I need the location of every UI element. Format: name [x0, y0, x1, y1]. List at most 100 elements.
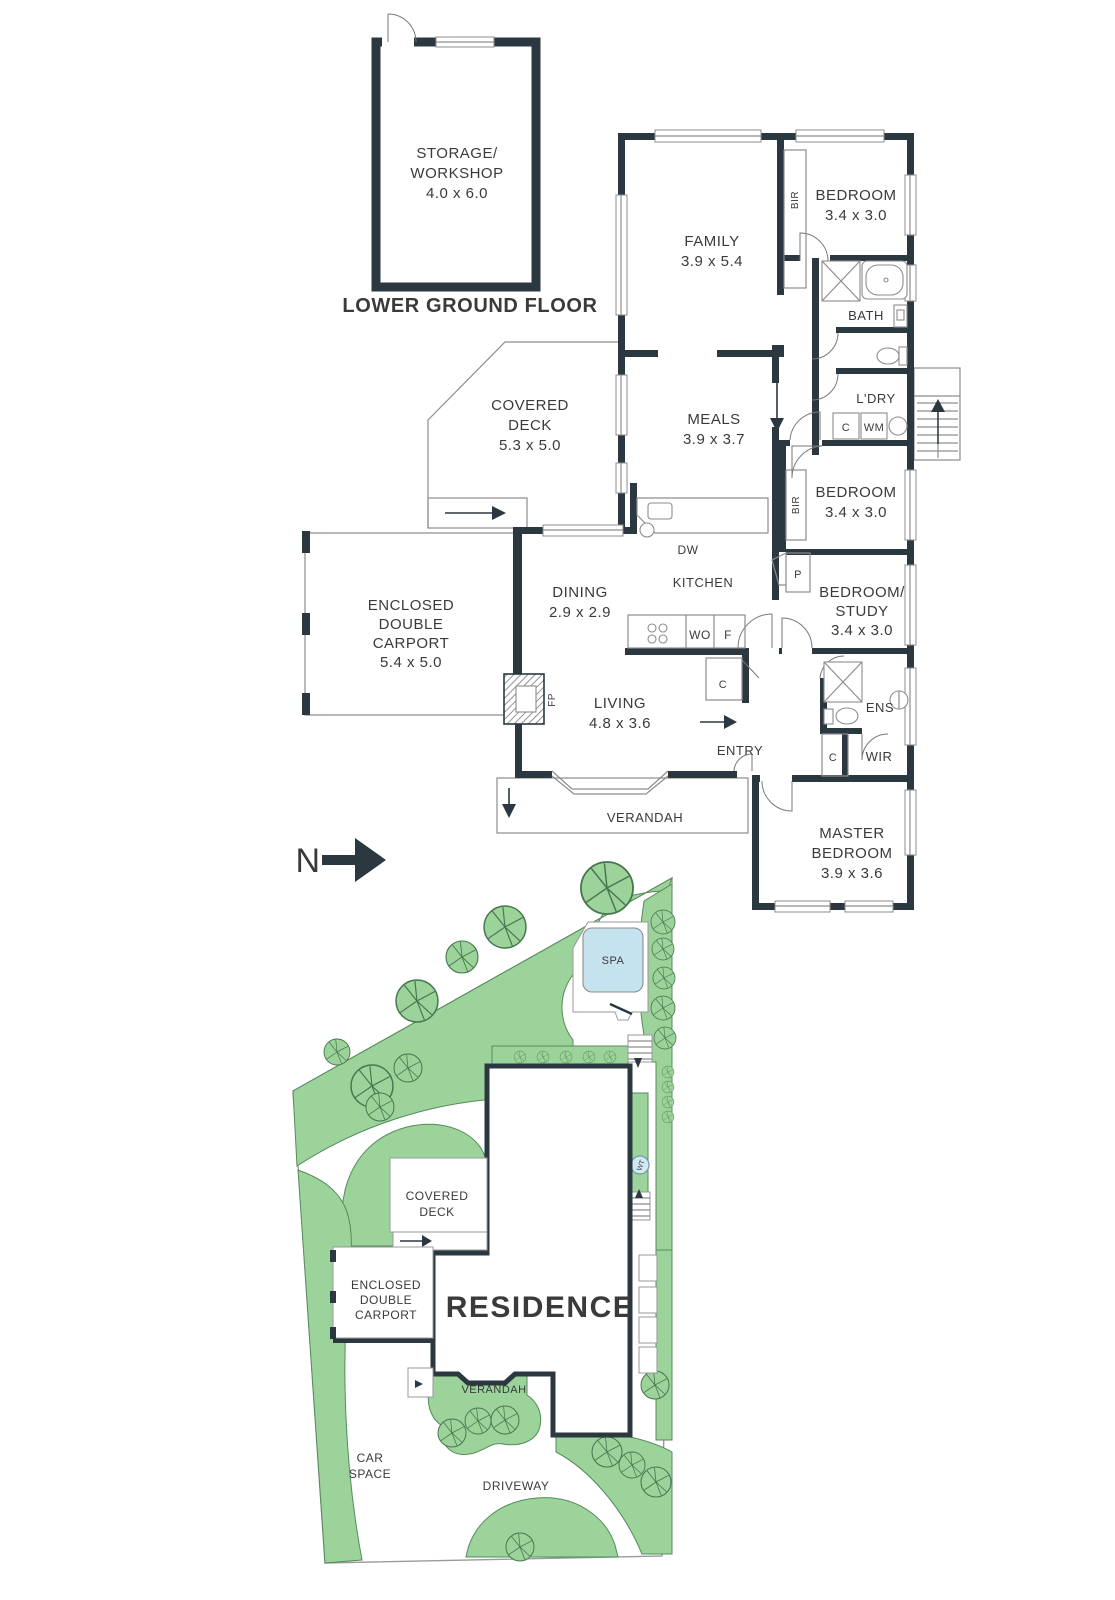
carport-label2: DOUBLE — [379, 616, 444, 633]
site-carport-posts — [330, 1250, 336, 1339]
storage-label2: WORKSHOP — [410, 165, 503, 182]
shrub-icon — [536, 1050, 550, 1064]
wir-cupboard — [821, 733, 849, 777]
toilet-icon — [876, 347, 900, 365]
kitchen-label: KITCHEN — [673, 575, 734, 590]
carport-dim: 5.4 x 5.0 — [380, 654, 442, 671]
bedroom1-label: BEDROOM — [815, 187, 896, 204]
study-dim: 3.4 x 3.0 — [831, 622, 893, 639]
deck-outline — [427, 341, 618, 528]
tree-icon — [490, 1405, 520, 1435]
wm-label: WM — [864, 422, 885, 434]
bir2-label: BIR — [791, 496, 802, 514]
tree-icon — [483, 905, 527, 949]
family-dim: 3.9 x 5.4 — [681, 253, 743, 270]
bath-fixtures — [821, 260, 908, 366]
site-stairs-north — [627, 1034, 653, 1068]
washing-machine-icon — [860, 412, 888, 440]
shrub-icon — [661, 1110, 675, 1124]
tree-icon — [640, 1370, 670, 1400]
tree-icon — [591, 1436, 623, 1468]
deck-step — [427, 497, 528, 529]
tree-icon — [437, 1418, 467, 1448]
site-covered-deck — [389, 1157, 488, 1233]
site-deck-step — [392, 1231, 488, 1251]
laundry-c-label: C — [842, 422, 850, 434]
walls — [302, 133, 914, 910]
ens-fixtures — [821, 661, 909, 777]
site-plan: SPA WT — [292, 861, 677, 1564]
site-verandah-arrow — [415, 1380, 423, 1388]
kitchen-fixtures — [627, 497, 811, 701]
meals-label: MEALS — [687, 411, 740, 428]
deck-dim: 5.3 x 5.0 — [499, 437, 561, 454]
spa-label: SPA — [602, 955, 625, 967]
site-carport-label1: ENCLOSED — [351, 1278, 421, 1292]
master-label2: BEDROOM — [811, 845, 892, 862]
shrub-icon — [603, 1050, 617, 1064]
storage-dim: 4.0 x 6.0 — [426, 185, 488, 202]
bir-closets — [783, 149, 807, 541]
ground-floor-plan: FAMILY 3.9 x 5.4 BEDROOM 3.4 x 3.0 BIR B… — [302, 129, 961, 913]
shrub-icon — [661, 1080, 675, 1094]
cooktop-icon — [647, 623, 668, 644]
tree-icon — [651, 937, 675, 961]
lower-ground-floor: STORAGE/ WORKSHOP 4.0 x 6.0 LOWER GROUND… — [342, 13, 597, 317]
bay-window — [551, 770, 669, 795]
tree-icon — [505, 1532, 535, 1562]
meals-dim: 3.9 x 3.7 — [683, 431, 745, 448]
north-label: N — [295, 842, 320, 880]
bir1-label: BIR — [790, 191, 801, 209]
direction-arrows — [502, 380, 784, 818]
tree-icon — [323, 1038, 351, 1066]
tree-icon — [445, 940, 479, 974]
master-label1: MASTER — [819, 825, 885, 842]
tree-icon — [640, 1466, 672, 1498]
ens-label: ENS — [866, 700, 894, 715]
bedroom2-dim: 3.4 x 3.0 — [825, 504, 887, 521]
living-dim: 4.8 x 3.6 — [589, 715, 651, 732]
deck-label1: COVERED — [491, 397, 569, 414]
verandah-outline — [496, 777, 749, 834]
shrub-icon — [559, 1050, 573, 1064]
pantry-outline — [771, 552, 787, 586]
wo-label: WO — [689, 628, 711, 642]
storage-door — [387, 13, 417, 43]
bath-label: BATH — [848, 308, 884, 323]
site-carport-label3: CARPORT — [355, 1308, 417, 1322]
pantry-label: P — [794, 569, 802, 581]
hall-cupboard — [705, 657, 743, 701]
site-covered-deck-label1: COVERED — [406, 1189, 469, 1203]
tree-icon — [395, 979, 439, 1023]
study-label2: STUDY — [835, 603, 888, 620]
deck-arrow — [445, 506, 506, 520]
deck-label2: DECK — [508, 417, 552, 434]
sink-icon — [647, 502, 673, 520]
family-label: FAMILY — [684, 233, 739, 250]
hall-c-label: C — [719, 679, 727, 691]
living-label: LIVING — [594, 695, 646, 712]
tree-icon — [464, 1407, 492, 1435]
dining-dim: 2.9 x 2.9 — [549, 604, 611, 621]
dining-label: DINING — [552, 584, 608, 601]
tree-icon — [653, 1026, 677, 1050]
entry-label: ENTRY — [717, 743, 763, 758]
site-verandah-step — [407, 1367, 434, 1398]
car-space-label1: CAR — [357, 1451, 384, 1465]
storage-door-gap — [382, 35, 414, 49]
dw-label: DW — [678, 543, 699, 557]
tree-icon — [580, 861, 634, 915]
site-covered-deck-label2: DECK — [419, 1205, 454, 1219]
storage-label1: STORAGE/ — [416, 145, 498, 162]
fridge-label: F — [724, 628, 732, 642]
site-carport — [332, 1246, 434, 1339]
stairs — [913, 367, 961, 461]
tree-icon — [393, 1053, 423, 1083]
site-deck-arrow — [400, 1235, 432, 1247]
carport-label3: CARPORT — [373, 635, 450, 652]
wir-label: WIR — [866, 749, 893, 764]
lower-ground-caption: LOWER GROUND FLOOR — [342, 295, 597, 317]
water-tank-label: WT — [636, 1159, 647, 1172]
